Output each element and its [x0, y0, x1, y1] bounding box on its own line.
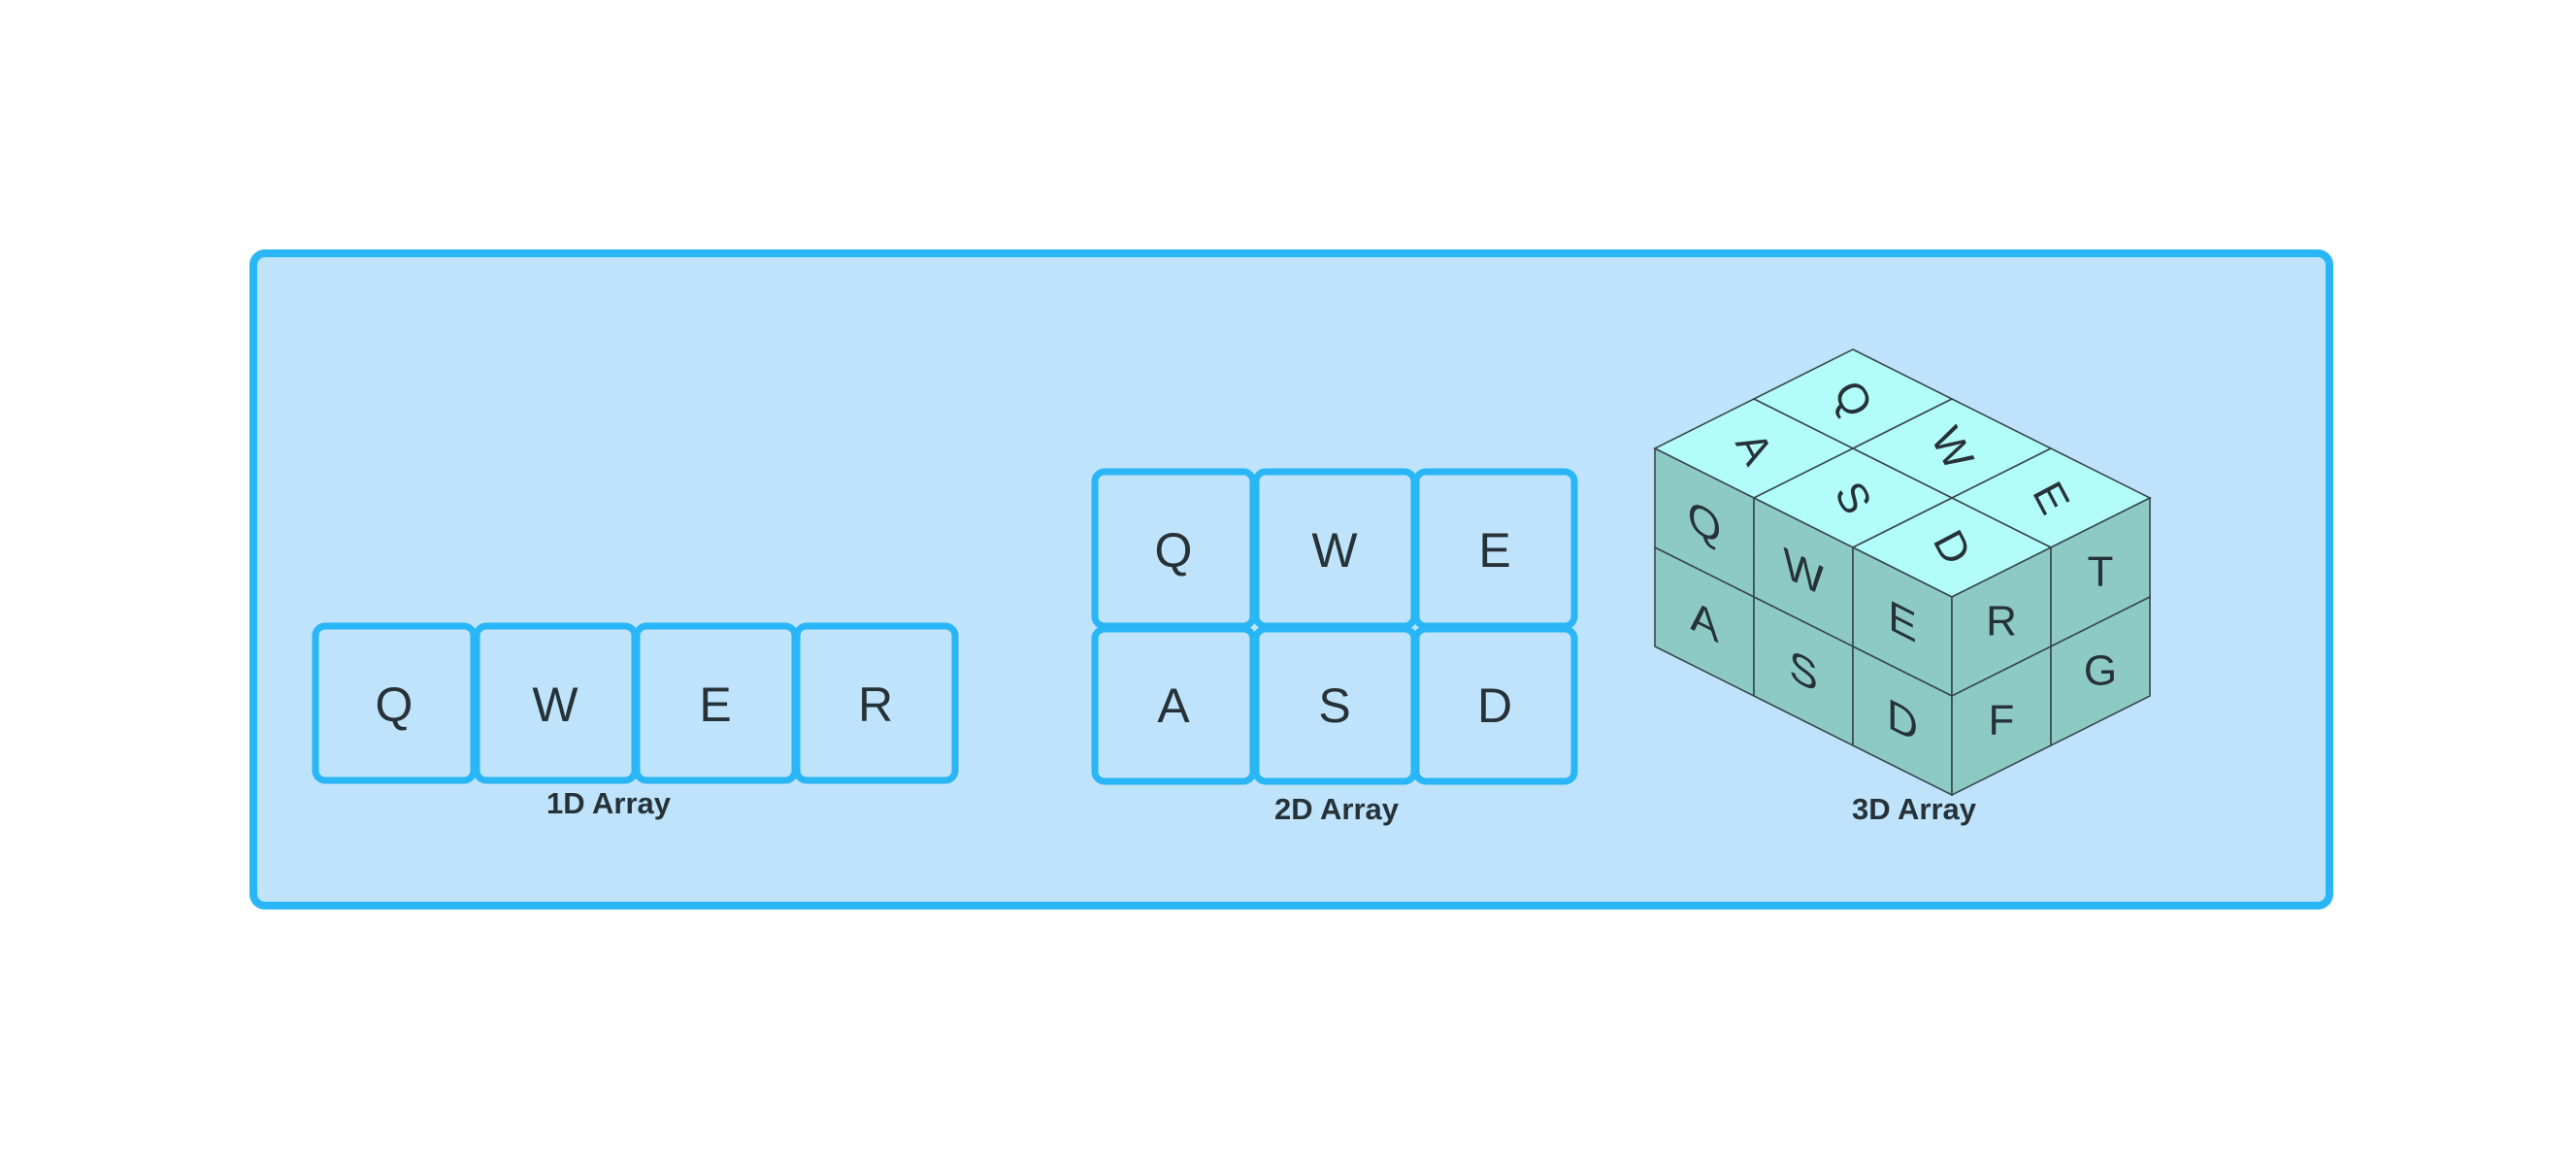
cell-label: R — [858, 678, 893, 732]
cell-label: Q — [376, 678, 413, 732]
cell-label: W — [1311, 523, 1358, 578]
array-3d: Q W E A S D Q W E A S D R T F G 3D Array — [1653, 348, 2152, 826]
array-2d-caption: 2D Array — [1274, 792, 1400, 826]
cell-label: S — [1318, 678, 1350, 733]
cube-side-face-bottom-1 — [2050, 595, 2151, 747]
cell-label: E — [699, 678, 731, 732]
cell-label: D — [1477, 678, 1512, 733]
array-1d-cell-3: R — [793, 622, 959, 784]
cell-box — [1412, 625, 1578, 785]
cell-label: E — [1478, 523, 1510, 578]
cube-side-label-top-1: T — [2088, 548, 2114, 596]
cell-label: A — [1157, 678, 1190, 733]
cube-side-label-top-0: R — [1986, 598, 2017, 645]
array-1d: Q W E R 1D Array — [312, 622, 959, 820]
cell-label: W — [532, 678, 578, 732]
array-1d-caption: 1D Array — [546, 786, 672, 820]
array-2d-cell-1-2: D — [1412, 625, 1578, 785]
array-2d: Q W E A S D 2D Array — [1091, 468, 1578, 826]
cube-side-label-bottom-0: F — [1989, 697, 2015, 744]
cube-side-label-bottom-1: G — [2084, 647, 2117, 695]
cell-box — [793, 622, 959, 784]
cell-label: Q — [1155, 523, 1193, 578]
array-3d-caption: 3D Array — [1852, 792, 1977, 826]
